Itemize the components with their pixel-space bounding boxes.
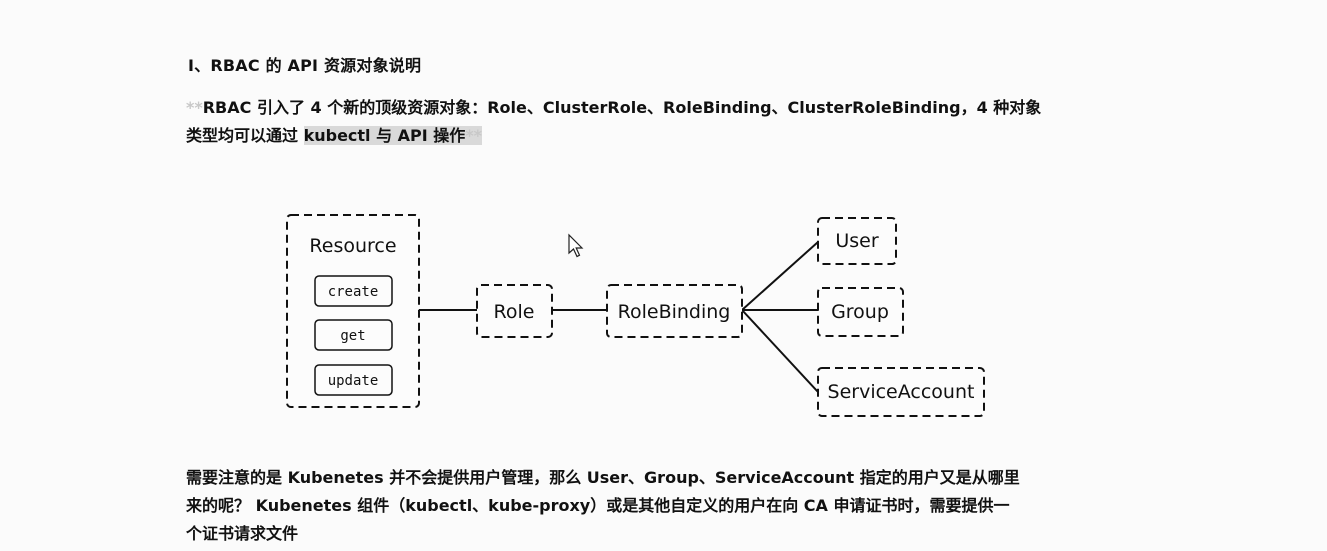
note-paragraph: 需要注意的是 Kubenetes 并不会提供用户管理，那么 User、Group…	[186, 464, 1066, 548]
svg-text:create: create	[328, 284, 379, 300]
svg-text:get: get	[340, 328, 365, 344]
group-node: Group	[817, 287, 904, 337]
resource-title: Resource	[309, 235, 396, 257]
resource-node: Resource create get update	[286, 214, 420, 408]
svg-text:RoleBinding: RoleBinding	[618, 301, 731, 323]
user-node: User	[817, 217, 897, 265]
note-line-2: 来的呢？ Kubenetes 组件（kubectl、kube-proxy）或是其…	[186, 496, 1010, 515]
verb-create: create	[314, 275, 393, 307]
verb-get: get	[314, 319, 393, 351]
connector-rolebinding-serviceaccount	[741, 309, 819, 393]
markdown-marker-open: **	[186, 98, 203, 117]
svg-text:ServiceAccount: ServiceAccount	[828, 381, 975, 403]
mouse-cursor-icon	[568, 233, 584, 258]
note-line-1: 需要注意的是 Kubenetes 并不会提供用户管理，那么 User、Group…	[186, 468, 1020, 487]
role-node: Role	[476, 284, 553, 338]
intro-line-1: RBAC 引入了 4 个新的顶级资源对象：Role、ClusterRole、Ro…	[202, 98, 1042, 117]
section-heading: Ⅰ、RBAC 的 API 资源对象说明	[188, 56, 422, 75]
connector-rolebinding-user	[741, 241, 819, 311]
intro-paragraph: **RBAC 引入了 4 个新的顶级资源对象：Role、ClusterRole、…	[186, 94, 1066, 150]
serviceaccount-node: ServiceAccount	[817, 367, 985, 417]
markdown-marker-close: **	[465, 126, 483, 145]
verb-update: update	[314, 364, 393, 396]
rolebinding-node: RoleBinding	[606, 284, 743, 338]
intro-line-2: 类型均可以通过	[186, 126, 304, 145]
svg-text:User: User	[835, 230, 878, 252]
svg-text:update: update	[328, 373, 379, 389]
svg-text:Group: Group	[831, 301, 889, 323]
svg-text:Role: Role	[494, 301, 535, 323]
note-line-3: 个证书请求文件	[186, 524, 299, 543]
intro-highlight: kubectl 与 API 操作**	[303, 126, 483, 145]
